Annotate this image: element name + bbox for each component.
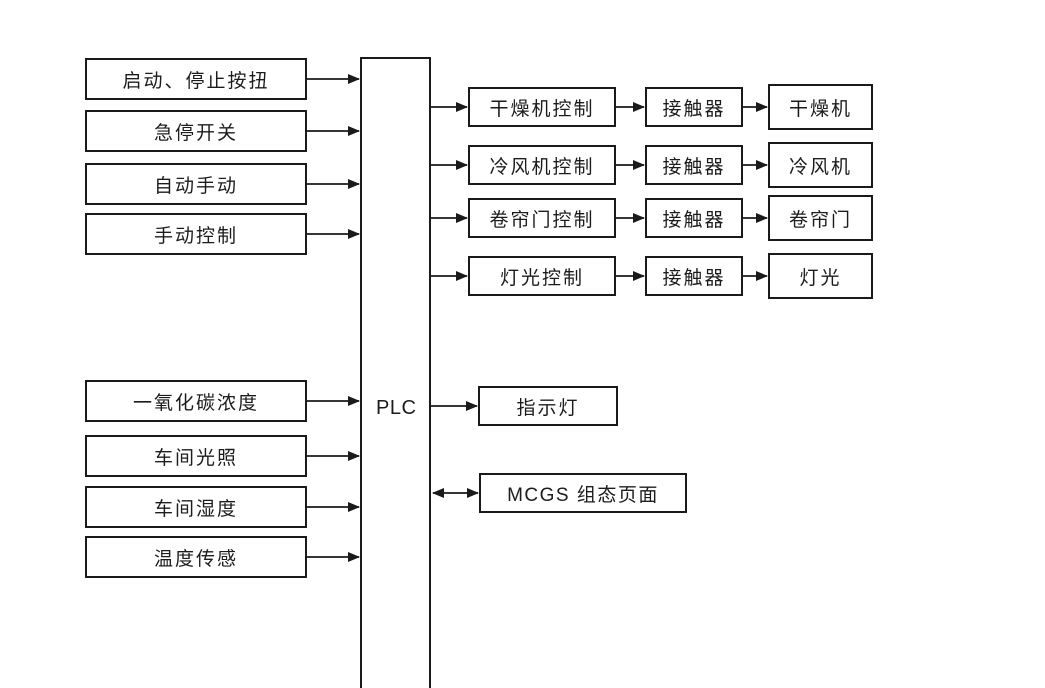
control-box-roller-door: 卷帘门控制: [468, 198, 616, 238]
indicator-light-box: 指示灯: [478, 386, 618, 426]
contactor-box-dryer: 接触器: [645, 87, 743, 127]
control-box-cold-fan: 冷风机控制: [468, 145, 616, 185]
device-box-cold-fan: 冷风机: [768, 142, 873, 188]
input-box-start-stop-button: 启动、停止按扭: [85, 58, 307, 100]
device-box-dryer: 干燥机: [768, 84, 873, 130]
mcgs-page-box: MCGS 组态页面: [479, 473, 687, 513]
control-box-dryer: 干燥机控制: [468, 87, 616, 127]
contactor-box-cold-fan: 接触器: [645, 145, 743, 185]
plc-box: [360, 57, 431, 688]
input-box-manual-control: 手动控制: [85, 213, 307, 255]
input-box-workshop-humidity: 车间湿度: [85, 486, 307, 528]
device-box-light: 灯光: [768, 253, 873, 299]
device-box-roller-door: 卷帘门: [768, 195, 873, 241]
input-box-temperature-sensor: 温度传感: [85, 536, 307, 578]
plc-label: PLC: [376, 397, 417, 419]
input-box-co-concentration: 一氧化碳浓度: [85, 380, 307, 422]
input-box-auto-manual: 自动手动: [85, 163, 307, 205]
contactor-box-light: 接触器: [645, 256, 743, 296]
input-box-workshop-light: 车间光照: [85, 435, 307, 477]
input-box-emergency-stop: 急停开关: [85, 110, 307, 152]
control-box-light: 灯光控制: [468, 256, 616, 296]
contactor-box-roller-door: 接触器: [645, 198, 743, 238]
